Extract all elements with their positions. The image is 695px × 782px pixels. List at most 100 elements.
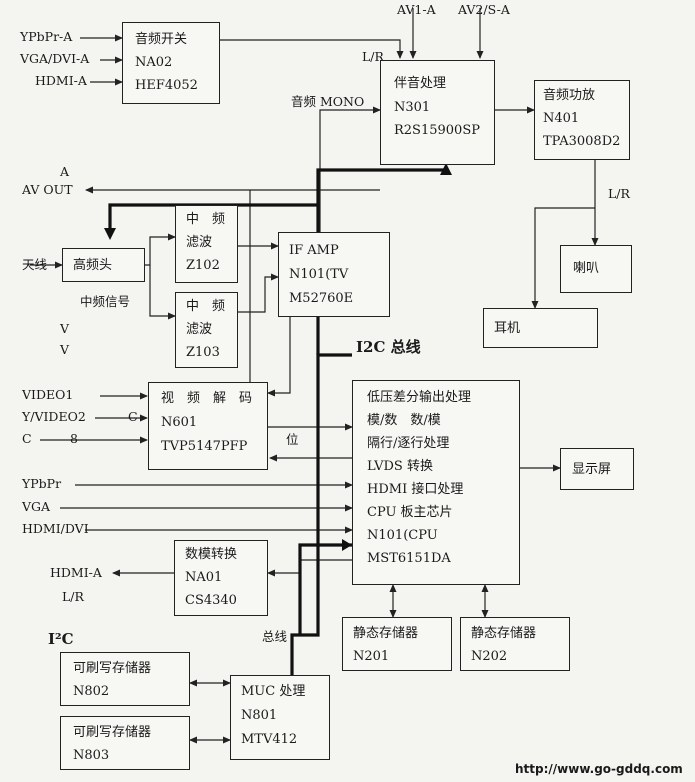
label-av-out: AV OUT — [22, 182, 73, 197]
mcu-line-3: MTV412 — [241, 732, 298, 747]
sram1-line-1: 静态存储器 — [353, 626, 419, 641]
audio-proc-line-2: N301 — [394, 100, 431, 115]
audio-switch-line-2: NA02 — [135, 55, 173, 70]
label-lr-amp: L/R — [608, 186, 630, 201]
label-lr-top: L/R — [362, 49, 384, 64]
audio-proc-line-3: R2S15900SP — [394, 123, 480, 138]
wire-main-to-dac — [267, 559, 352, 577]
block-earphone: 耳机 — [483, 308, 598, 348]
audio-amp-line-2: N401 — [543, 111, 580, 126]
if-amp-line-1: IF AMP — [289, 243, 339, 258]
display-line-1: 显示屏 — [572, 462, 612, 477]
label-c-num: 8 — [70, 431, 78, 446]
block-audio-switch: 音频开关 NA02 HEF4052 — [122, 22, 220, 104]
audio-switch-line-3: HEF4052 — [135, 78, 198, 93]
watermark-url: http://www.go-gddq.com — [515, 762, 683, 776]
mcu-line-1: MUC 处理 — [241, 684, 306, 699]
filter2-line-3: Z103 — [186, 345, 220, 360]
label-c-mark: C — [128, 409, 138, 424]
dac-line-3: CS4340 — [185, 593, 237, 608]
eeprom2-line-2: N803 — [73, 748, 110, 763]
block-mcu: MUC 处理 N801 MTV412 — [230, 675, 330, 760]
filter1-line-1: 中 频 — [186, 212, 226, 227]
label-antenna: 天线 — [22, 257, 48, 272]
block-if-amp: IF AMP N101(TV M52760E — [278, 232, 390, 317]
block-eeprom-n802: 可刷写存储器 N802 — [60, 652, 190, 706]
main-chip-line-1: 低压差分输出处理 — [367, 390, 472, 405]
block-sram-n202: 静态存储器 N202 — [460, 617, 570, 671]
sram1-line-2: N201 — [353, 649, 390, 664]
block-dac: 数模转换 NA01 CS4340 — [174, 540, 268, 616]
block-sram-n201: 静态存储器 N201 — [342, 617, 452, 671]
speaker-line-1: 喇叭 — [573, 261, 600, 276]
if-amp-line-2: N101(TV — [289, 267, 349, 282]
main-chip-line-5: HDMI 接口处理 — [367, 482, 464, 497]
audio-proc-line-1: 伴音处理 — [394, 76, 447, 91]
label-ypbpr: YPbPr — [22, 476, 62, 491]
main-chip-line-7: N101(CPU — [367, 528, 438, 543]
block-speaker: 喇叭 — [560, 245, 632, 293]
block-filter-z102: 中 频 滤波 Z102 — [175, 205, 238, 283]
block-display: 显示屏 — [560, 448, 634, 490]
earphone-line-1: 耳机 — [494, 321, 521, 336]
label-if-signal: 中频信号 — [80, 294, 131, 309]
main-chip-line-4: LVDS 转换 — [367, 459, 433, 474]
label-hdmi-a-in: HDMI-A — [35, 73, 87, 88]
eeprom2-line-1: 可刷写存储器 — [73, 725, 152, 740]
label-audio-mono: 音频 MONO — [291, 94, 365, 109]
wire-audio-mono — [319, 106, 381, 232]
sram2-line-2: N202 — [471, 649, 508, 664]
main-chip-line-3: 隔行/逐行处理 — [367, 436, 450, 451]
wire-amp-to-earphone — [531, 207, 595, 309]
label-lr-out: L/R — [62, 589, 84, 604]
label-vga-dvi-a: VGA/DVI-A — [20, 51, 90, 66]
block-eeprom-n803: 可刷写存储器 N803 — [60, 716, 190, 770]
mcu-line-2: N801 — [241, 708, 278, 723]
filter1-line-3: Z102 — [186, 258, 220, 273]
label-wei: 位 — [286, 432, 299, 447]
label-hdmi-dvi: HDMI/DVI — [22, 521, 89, 536]
video-decoder-line-1: 视 频 解 码 — [161, 391, 253, 406]
label-bus: 总线 — [262, 629, 288, 644]
label-i2c-bus: I2C 总线 — [356, 338, 421, 356]
video-decoder-line-3: TVP5147PFP — [161, 439, 248, 454]
tuner-line-1: 高频头 — [73, 258, 113, 273]
label-vga: VGA — [22, 499, 51, 514]
audio-switch-line-1: 音频开关 — [135, 32, 188, 47]
label-v2: V — [60, 342, 70, 357]
eeprom1-line-1: 可刷写存储器 — [73, 661, 152, 676]
block-filter-z103: 中 频 滤波 Z103 — [175, 292, 238, 368]
label-video1: VIDEO1 — [22, 387, 74, 402]
wire-tuner-to-z102 — [145, 233, 176, 266]
wire-switch-to-audio-proc — [220, 39, 404, 59]
block-video-decoder: 视 频 解 码 N601 TVP5147PFP — [148, 382, 268, 470]
block-main-chip: 低压差分输出处理 模/数 数/模 隔行/逐行处理 LVDS 转换 HDMI 接口… — [352, 380, 520, 585]
eeprom1-line-2: N802 — [73, 684, 110, 699]
label-hdmi-a-out: HDMI-A — [50, 565, 102, 580]
filter2-line-1: 中 频 — [186, 299, 226, 314]
label-ypbpr-a: YPbPr-A — [20, 29, 73, 44]
wire-z103-to-ifamp — [238, 273, 279, 313]
label-v1: V — [60, 321, 70, 336]
block-audio-amp: 音频功放 N401 TPA3008D2 — [534, 80, 630, 160]
video-decoder-line-2: N601 — [161, 415, 198, 430]
label-av2-s-a: AV2/S-A — [458, 2, 510, 17]
i2c-bus-arrows — [104, 163, 452, 551]
filter1-line-2: 滤波 — [186, 235, 213, 250]
sram2-line-1: 静态存储器 — [471, 626, 537, 641]
main-chip-line-2: 模/数 数/模 — [367, 413, 441, 428]
label-a-out: A — [60, 164, 70, 179]
dac-line-2: NA01 — [185, 570, 223, 585]
label-av1-a: AV1-A — [397, 2, 436, 17]
block-tuner: 高频头 — [62, 248, 145, 282]
label-c-in: C — [22, 431, 32, 446]
label-i2c-left: I²C — [48, 630, 74, 648]
if-amp-line-3: M52760E — [289, 291, 354, 306]
wire-tuner-to-z103 — [149, 265, 176, 320]
main-chip-line-6: CPU 板主芯片 — [367, 505, 453, 520]
label-y-video2: Y/VIDEO2 — [22, 409, 86, 424]
main-chip-line-8: MST6151DA — [367, 551, 451, 566]
audio-amp-line-3: TPA3008D2 — [543, 134, 621, 149]
